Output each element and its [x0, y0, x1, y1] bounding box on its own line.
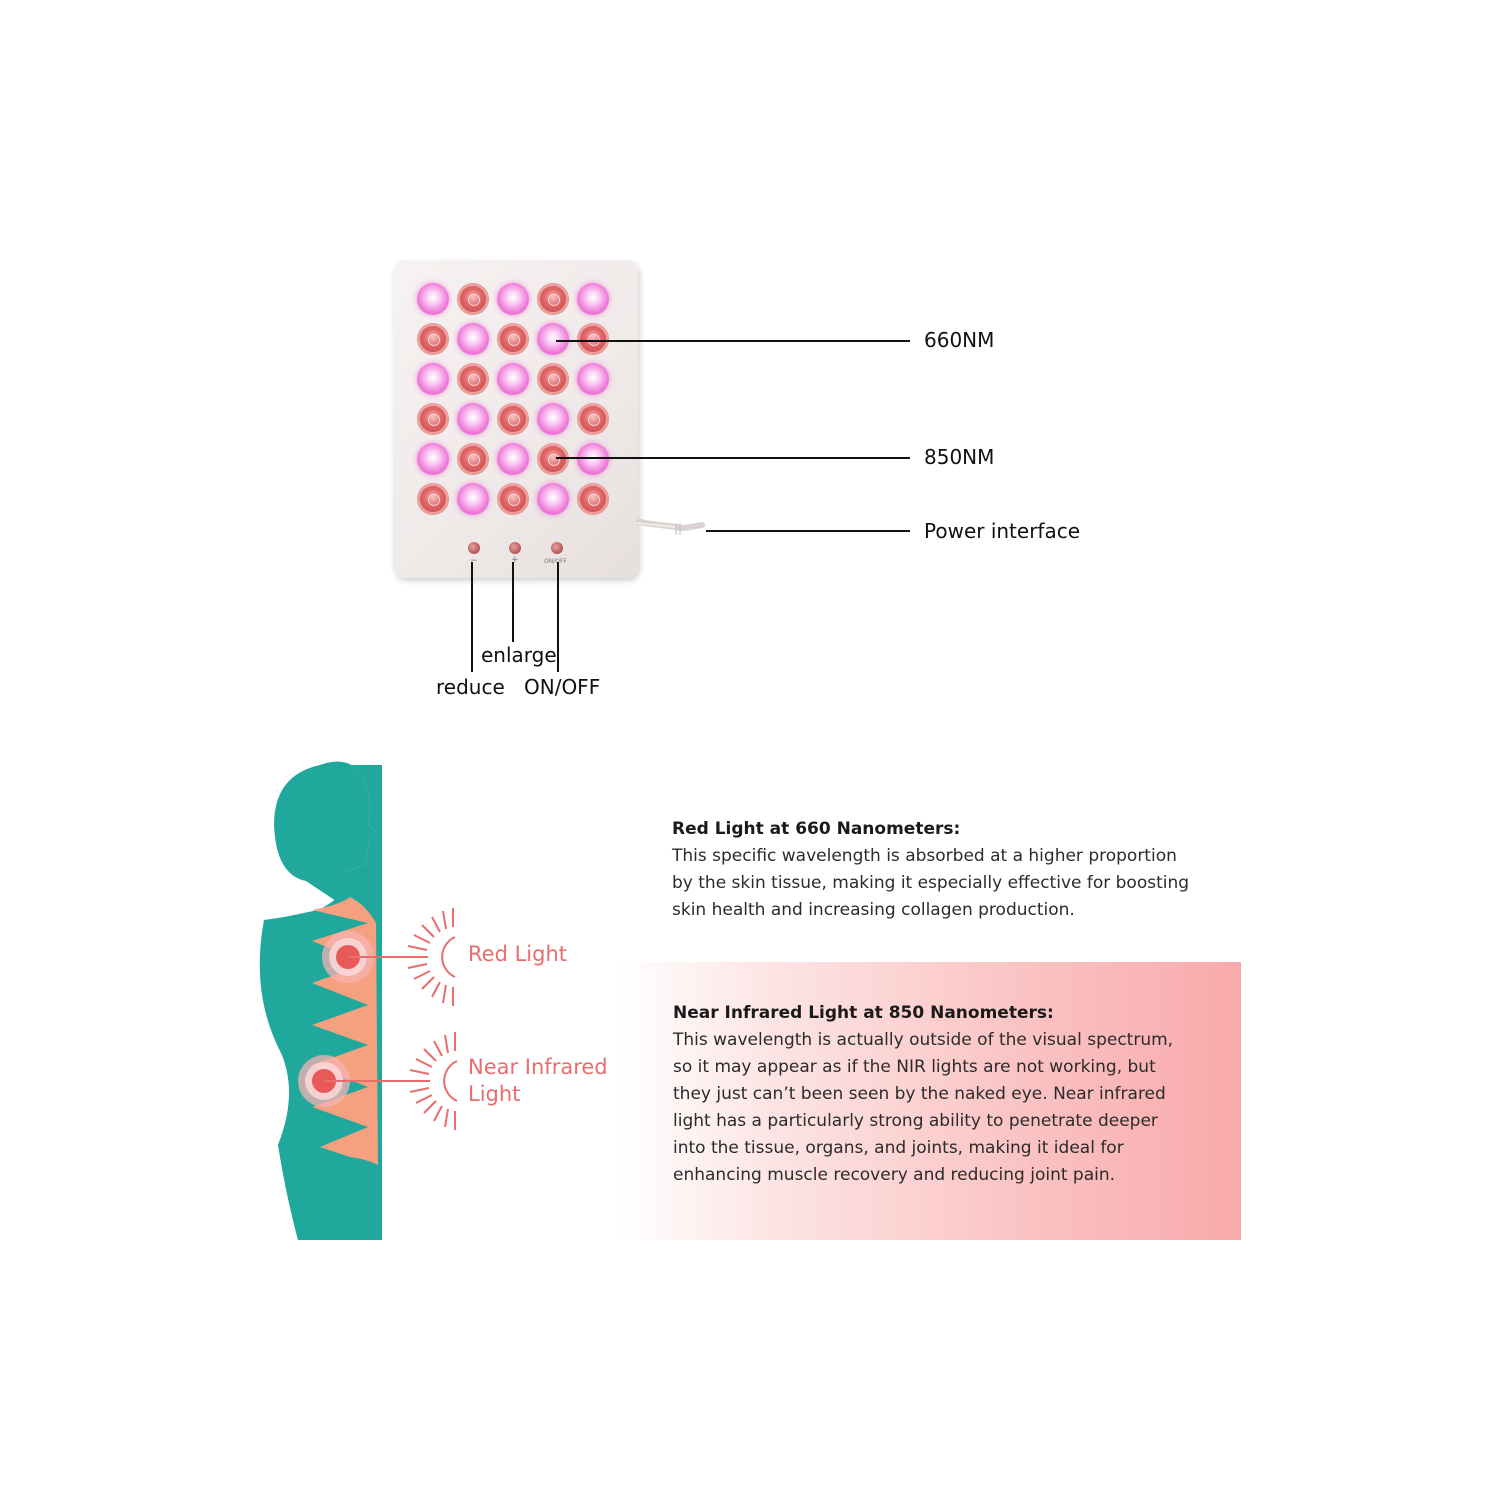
nir-light-text-line: they just can’t been seen by the naked e…	[673, 1084, 1166, 1104]
nir-light-text-line: into the tissue, organs, and joints, mak…	[673, 1138, 1124, 1158]
nir-info-background	[618, 962, 1241, 1240]
led-red	[577, 483, 609, 515]
nir-light-text-line: enhancing muscle recovery and reducing j…	[673, 1165, 1116, 1185]
red-light-rays-icon	[407, 908, 456, 1006]
nir-light-heading: Near Infrared Light at 850 Nanometers:	[673, 1003, 1054, 1023]
led-red	[577, 403, 609, 435]
led-red	[457, 443, 489, 475]
led-red	[497, 403, 529, 435]
nir-light-text-line: so it may appear as if the NIR lights ar…	[673, 1057, 1156, 1077]
led-pink	[497, 283, 529, 315]
led-pink	[417, 283, 449, 315]
power-plug	[633, 519, 706, 541]
on-off-button-label: ON/OFF	[544, 558, 567, 565]
red-light-label: Red Light	[468, 942, 567, 966]
led-red	[417, 323, 449, 355]
leader-660	[556, 340, 910, 342]
callout-on-off: ON/OFF	[524, 675, 601, 699]
callout-reduce: reduce	[436, 675, 505, 699]
enlarge-button[interactable]	[509, 542, 521, 554]
on-off-button[interactable]	[551, 542, 563, 554]
led-red	[417, 483, 449, 515]
led-red	[577, 323, 609, 355]
led-pink	[457, 323, 489, 355]
reduce-button[interactable]	[468, 542, 480, 554]
body-silhouette-diagram	[259, 761, 458, 1240]
red-light-text-line: by the skin tissue, making it especially…	[672, 873, 1190, 893]
led-pink	[537, 403, 569, 435]
led-red	[457, 283, 489, 315]
led-pink	[497, 363, 529, 395]
led-pink	[537, 323, 569, 355]
red-light-heading: Red Light at 660 Nanometers:	[672, 819, 961, 839]
nir-light-text-line: light has a particularly strong ability …	[673, 1111, 1158, 1131]
led-red	[457, 363, 489, 395]
leader-enlarge	[512, 562, 514, 642]
callout-power-interface: Power interface	[924, 519, 1081, 543]
callout-enlarge: enlarge	[481, 643, 557, 667]
callout-660nm: 660NM	[924, 328, 995, 352]
led-pink	[577, 283, 609, 315]
led-pink	[497, 443, 529, 475]
red-light-text-line: skin health and increasing collagen prod…	[672, 900, 1075, 920]
leader-reduce	[471, 562, 473, 672]
nir-label-line2: Light	[468, 1082, 521, 1106]
led-red	[417, 403, 449, 435]
light-therapy-panel: − + ON/OFF	[393, 260, 638, 578]
led-red	[497, 323, 529, 355]
led-red	[537, 443, 569, 475]
red-light-text-line: This specific wavelength is absorbed at …	[672, 846, 1177, 866]
led-pink	[457, 403, 489, 435]
led-pink	[537, 483, 569, 515]
led-pink	[457, 483, 489, 515]
nir-light-text-line: This wavelength is actually outside of t…	[673, 1030, 1174, 1050]
led-red	[497, 483, 529, 515]
led-pink	[417, 443, 449, 475]
leader-on-off	[557, 562, 559, 672]
leader-power	[706, 530, 910, 532]
reduce-button-label: −	[470, 556, 478, 566]
led-pink	[577, 443, 609, 475]
leader-850	[556, 457, 910, 459]
led-red	[537, 283, 569, 315]
enlarge-button-label: +	[511, 555, 519, 565]
callout-850nm: 850NM	[924, 445, 995, 469]
nir-light-info: Near Infrared Light at 850 Nanometers: T…	[673, 1000, 1213, 1189]
led-pink	[417, 363, 449, 395]
nir-light-rays-icon	[409, 1032, 458, 1130]
led-red	[537, 363, 569, 395]
red-light-info: Red Light at 660 Nanometers: This specif…	[672, 816, 1212, 924]
led-pink	[577, 363, 609, 395]
nir-label-line1: Near Infrared	[468, 1055, 608, 1079]
tissue-layer	[312, 897, 378, 1165]
